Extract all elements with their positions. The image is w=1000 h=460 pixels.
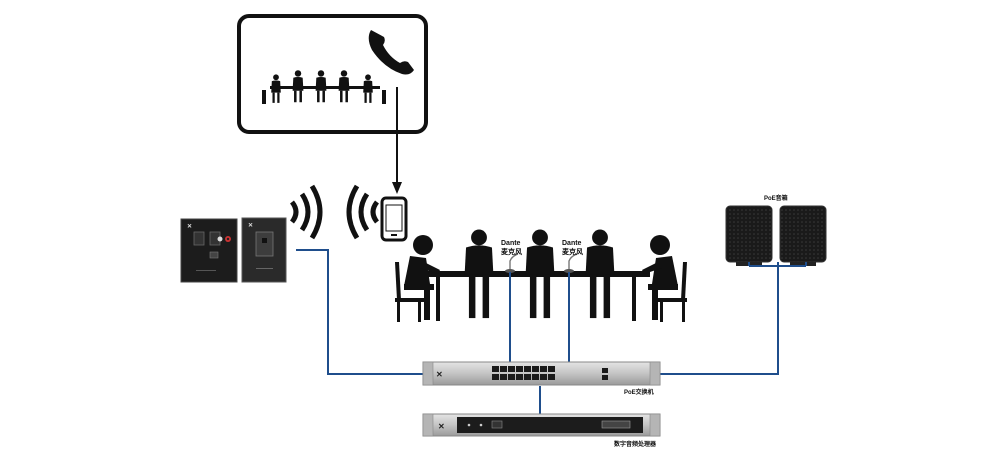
remote-meeting-card bbox=[237, 14, 428, 134]
svg-text:✕: ✕ bbox=[436, 370, 443, 379]
dante-mic-label-1: Dante bbox=[501, 240, 521, 247]
wall-panel-single: ✕ bbox=[241, 217, 287, 283]
svg-text:✕: ✕ bbox=[438, 422, 445, 431]
meeting-table-scene: Dante 麦克风 Dante 麦克风 bbox=[395, 229, 687, 322]
wifi-waves-icon bbox=[289, 184, 323, 240]
poe-speaker-label: PoE音箱 bbox=[764, 194, 788, 202]
person-icon bbox=[464, 229, 494, 319]
wall-panel-dual: ✕ bbox=[180, 218, 238, 283]
person-icon bbox=[395, 235, 440, 322]
person-icon bbox=[525, 229, 555, 319]
wifi-waves-icon bbox=[346, 184, 380, 240]
dante-mic-label-2b: 麦克风 bbox=[562, 247, 583, 256]
poe-speakers: PoE音箱 bbox=[725, 194, 827, 266]
dsp-icon: ✕ 数字音频处理器 bbox=[422, 413, 661, 448]
switch-icon: ✕ PoE交换机 bbox=[422, 361, 661, 396]
dante-mic-label-1b: 麦克风 bbox=[501, 247, 522, 256]
dsp-label: 数字音频处理器 bbox=[614, 440, 657, 448]
network-cables bbox=[296, 249, 807, 414]
speaker-icon bbox=[725, 205, 773, 266]
microphone-icon bbox=[564, 253, 578, 273]
meeting-people-icon bbox=[262, 70, 386, 104]
svg-text:✕: ✕ bbox=[248, 222, 253, 229]
microphone-icon bbox=[505, 253, 519, 273]
person-icon bbox=[585, 229, 615, 319]
svg-text:✕: ✕ bbox=[187, 223, 192, 230]
dante-mic-label-2: Dante bbox=[562, 240, 582, 247]
call-arrow bbox=[392, 87, 402, 194]
speaker-icon bbox=[779, 205, 827, 266]
smartphone-icon bbox=[380, 196, 408, 242]
person-icon bbox=[642, 235, 687, 322]
phone-icon bbox=[368, 30, 414, 75]
poe-switch-label: PoE交换机 bbox=[624, 388, 654, 396]
